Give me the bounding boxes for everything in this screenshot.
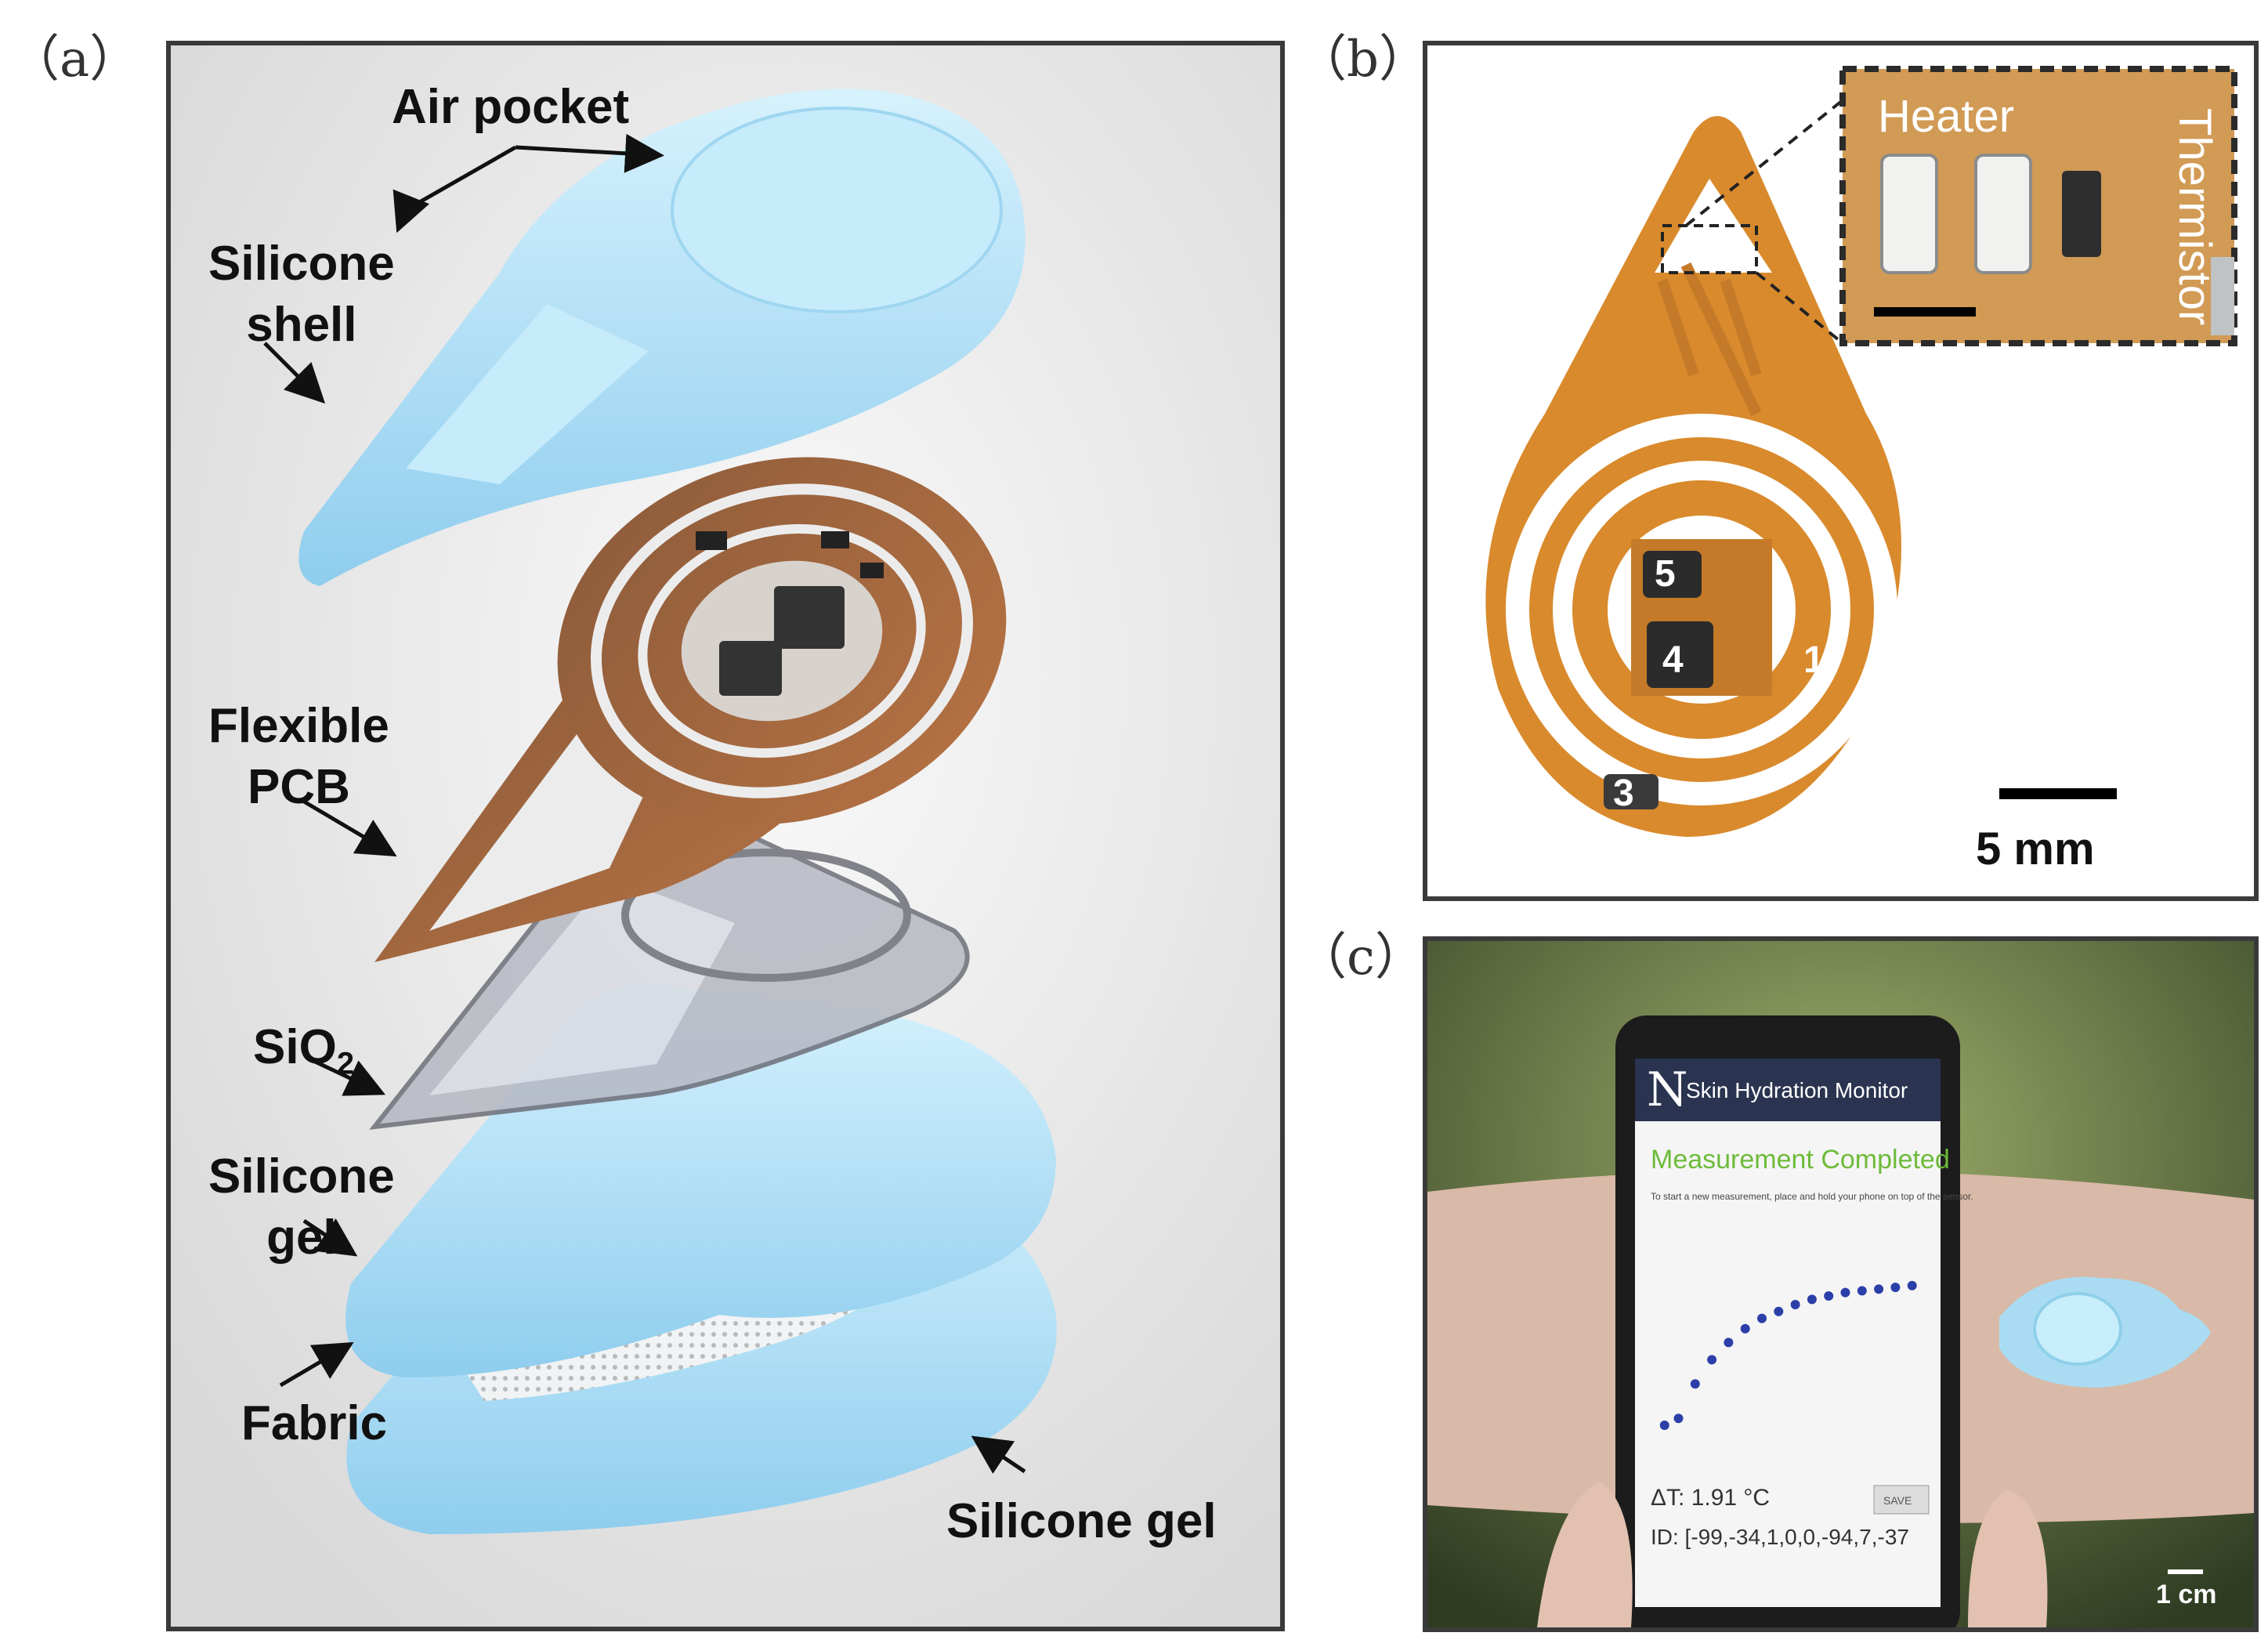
flexible-pcb-photo: 5 4 1 2 3 Heater Thermistor 5 mm [1485, 66, 2237, 874]
callout-silicone-gel-line1: Silicone [208, 1149, 395, 1204]
app-title: Skin Hydration Monitor [1686, 1078, 1908, 1102]
plot-point [1740, 1323, 1750, 1334]
callout-fabric: Fabric [241, 1396, 388, 1450]
callout-flexible-pcb: Flexible PCB [208, 696, 389, 818]
inset-heater-label: Heater [1878, 91, 2014, 142]
holding-hand-left [1537, 1482, 1633, 1627]
panel-c-label: （c） [1297, 928, 1425, 986]
id-readout: ID: [-99,-34,1,0,0,-94,7,-37 [1651, 1525, 1909, 1549]
inset-thermistor-label: Thermistor [2169, 108, 2220, 325]
instruction-text: To start a new measurement, place and ho… [1651, 1191, 1973, 1202]
callout-silicone-shell: Silicone shell [208, 233, 395, 356]
callout-silicone-gel-line2: gel [266, 1211, 337, 1265]
smartphone [1615, 1015, 1960, 1627]
delta-t-readout: ΔT: 1.91 °C [1651, 1485, 1770, 1511]
plot-point [1874, 1284, 1884, 1294]
arm-scale-bar-label: 1 cm [2156, 1580, 2217, 1609]
wearable-sensor-on-arm [1999, 1276, 2211, 1388]
component-5: 5 [1655, 553, 1676, 595]
callout-silicone-shell-line2: shell [246, 298, 357, 352]
pcb-teardrop [1485, 116, 1901, 837]
callout-flexible-pcb-line1: Flexible [208, 699, 389, 753]
plot-point [1890, 1283, 1901, 1292]
phone-on-arm-photo: N Skin Hydration Monitor Measurement Com… [1427, 941, 2254, 1627]
heater-thermistor-inset: Heater Thermistor [1839, 66, 2237, 346]
panel-b-frame: 5 4 1 2 3 Heater Thermistor 5 mm [1423, 41, 2259, 901]
callout-arrows [263, 133, 1026, 1474]
callout-air-pocket: Air pocket [392, 80, 630, 134]
app-logo: N [1647, 1062, 1688, 1117]
silicone-shell-layer [298, 89, 1025, 587]
flexible-pcb-layer [374, 457, 1007, 962]
callout-flexible-pcb-line2: PCB [247, 760, 350, 814]
callout-silicone-shell-line1: Silicone [208, 237, 395, 291]
plot-point [1824, 1291, 1834, 1301]
plot-point [1673, 1414, 1684, 1424]
plot-point [1690, 1379, 1700, 1389]
callout-sio2-text: SiO [253, 1020, 337, 1074]
panel-a-label: （a） [9, 31, 140, 89]
plot-point [1774, 1306, 1784, 1316]
pcb-scale-bar-label: 5 mm [1976, 824, 2095, 874]
callout-sio2-subscript: 2 [336, 1046, 355, 1081]
plot-point [1857, 1286, 1867, 1296]
plot-point [1907, 1280, 1917, 1290]
component-4: 4 [1662, 639, 1684, 681]
panel-a-frame: Air pocket Silicone shell Flexible PCB S… [166, 41, 1285, 1631]
measurement-status: Measurement Completed [1651, 1145, 1950, 1175]
plot-point [1659, 1421, 1669, 1430]
panel-c-frame: N Skin Hydration Monitor Measurement Com… [1423, 936, 2259, 1632]
save-button[interactable] [1873, 1485, 1930, 1515]
zoom-line-top [1684, 99, 1844, 227]
plot-point [1807, 1294, 1817, 1305]
plot-point [1757, 1313, 1767, 1323]
exploded-view-illustration [171, 45, 1280, 1627]
component-3: 3 [1613, 773, 1634, 814]
component-1: 1 [1803, 639, 1825, 681]
callout-sio2: SiO2 [253, 1017, 354, 1094]
holding-hand-right [1968, 1490, 2048, 1627]
plot-point [1724, 1338, 1734, 1348]
plot-point [1840, 1287, 1850, 1298]
plot-point [1707, 1355, 1717, 1365]
callout-silicone-gel-upper: Silicone gel [208, 1146, 395, 1269]
zoom-source-box [1661, 224, 1758, 274]
measurement-plot [1659, 1280, 1917, 1430]
plot-point [1790, 1300, 1800, 1309]
save-button-label: SAVE [1883, 1494, 1912, 1507]
callout-silicone-gel-lower: Silicone gel [946, 1494, 1217, 1548]
panel-b-label: （b） [1297, 31, 1429, 89]
component-2: 2 [1890, 639, 1911, 681]
